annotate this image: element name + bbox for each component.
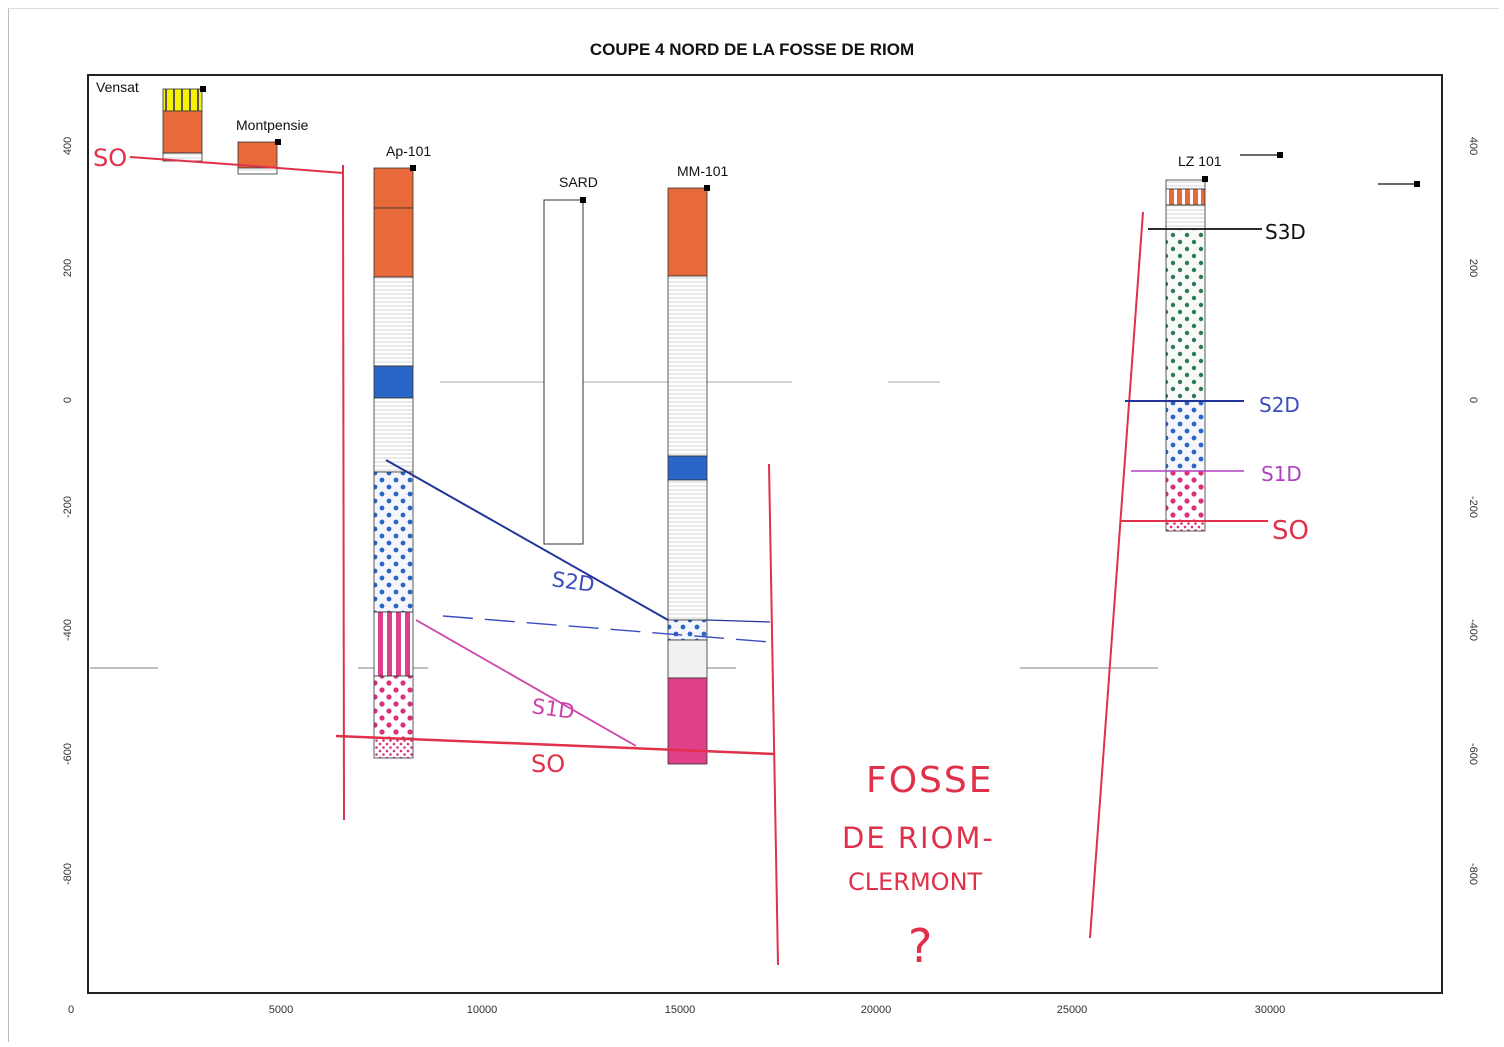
right-tick-label: -200 <box>1467 496 1479 518</box>
page-frame <box>8 8 1499 1042</box>
well-montpensier: Montpensie <box>236 117 309 175</box>
annotation-s1d-right: S1D <box>1261 462 1302 486</box>
reference-lines <box>90 381 1158 669</box>
bottom-tick-label: 5000 <box>269 1004 293 1016</box>
right-tick-label: 0 <box>1467 397 1479 403</box>
well-vensat: Vensat <box>96 79 206 162</box>
annotation-s3d-right: S3D <box>1265 220 1306 244</box>
faults <box>342 164 1144 966</box>
left-tick-label: -600 <box>62 743 74 765</box>
well-lz101: LZ 101 <box>1165 152 1283 532</box>
right-tick-label: -800 <box>1467 863 1479 885</box>
annotation-s2d-mid: S2D <box>550 567 596 597</box>
horizon-so-base <box>335 734 776 756</box>
well-label-sard: SARD <box>559 174 598 190</box>
well-label-mm101: MM-101 <box>677 163 729 179</box>
well-ap101: Ap-101 <box>373 143 431 759</box>
left-tick-label: 0 <box>62 397 74 403</box>
horizon-so-top <box>129 156 344 174</box>
handwritten-annotations: SO S2D S1D SO S3D S2D S1D SO FOSSE DE RI… <box>93 144 1309 973</box>
bottom-axis: 0 5000 10000 15000 20000 25000 30000 <box>68 1004 1285 1016</box>
bottom-tick-label: 30000 <box>1255 1004 1286 1016</box>
left-axis: 400 200 0 -200 -400 -600 -800 <box>62 137 74 885</box>
bottom-tick-label: 15000 <box>665 1004 696 1016</box>
right-tick-label: 200 <box>1467 259 1479 277</box>
horizons-right <box>1120 228 1268 522</box>
annotation-fosse-line2: DE RIOM- <box>842 821 995 855</box>
right-tick-label: -600 <box>1467 743 1479 765</box>
right-tick-label: 400 <box>1467 137 1479 155</box>
well-label-ap101: Ap-101 <box>386 143 431 159</box>
left-tick-label: -200 <box>62 496 74 518</box>
annotation-fosse-line1: FOSSE <box>866 760 994 801</box>
annotation-fosse-line3: CLERMONT <box>848 868 983 896</box>
plot-frame <box>87 74 1443 994</box>
section-title: COUPE 4 NORD DE LA FOSSE DE RIOM <box>589 40 915 59</box>
annotation-s1d-mid: S1D <box>530 694 576 724</box>
annotation-question-mark: ? <box>908 919 932 973</box>
well-sard: SARD <box>543 174 598 545</box>
annotation-so-right: SO <box>1272 516 1309 546</box>
bottom-tick-label: 25000 <box>1057 1004 1088 1016</box>
right-tick-label: -400 <box>1467 619 1479 641</box>
left-tick-label: 200 <box>62 259 74 277</box>
bottom-tick-label: 10000 <box>467 1004 498 1016</box>
left-tick-label: 400 <box>62 137 74 155</box>
well-label-lz101: LZ 101 <box>1178 153 1222 169</box>
bottom-tick-label: 20000 <box>861 1004 892 1016</box>
left-tick-label: -800 <box>62 863 74 885</box>
right-axis: 400 200 0 -200 -400 -600 -800 <box>1467 137 1479 885</box>
well-mm101: MM-101 <box>667 163 729 765</box>
annotation-so-left: SO <box>93 144 127 172</box>
annotation-s2d-right: S2D <box>1259 393 1300 417</box>
horizon-s2d <box>385 459 771 643</box>
well-label-montpensier: Montpensie <box>236 117 309 133</box>
bottom-tick-label: 0 <box>68 1004 74 1016</box>
well-label-vensat: Vensat <box>96 79 139 95</box>
annotation-so-mid: SO <box>531 750 565 778</box>
horizon-s1d <box>415 619 637 747</box>
left-tick-label: -400 <box>62 619 74 641</box>
right-edge-marker <box>1378 181 1420 187</box>
